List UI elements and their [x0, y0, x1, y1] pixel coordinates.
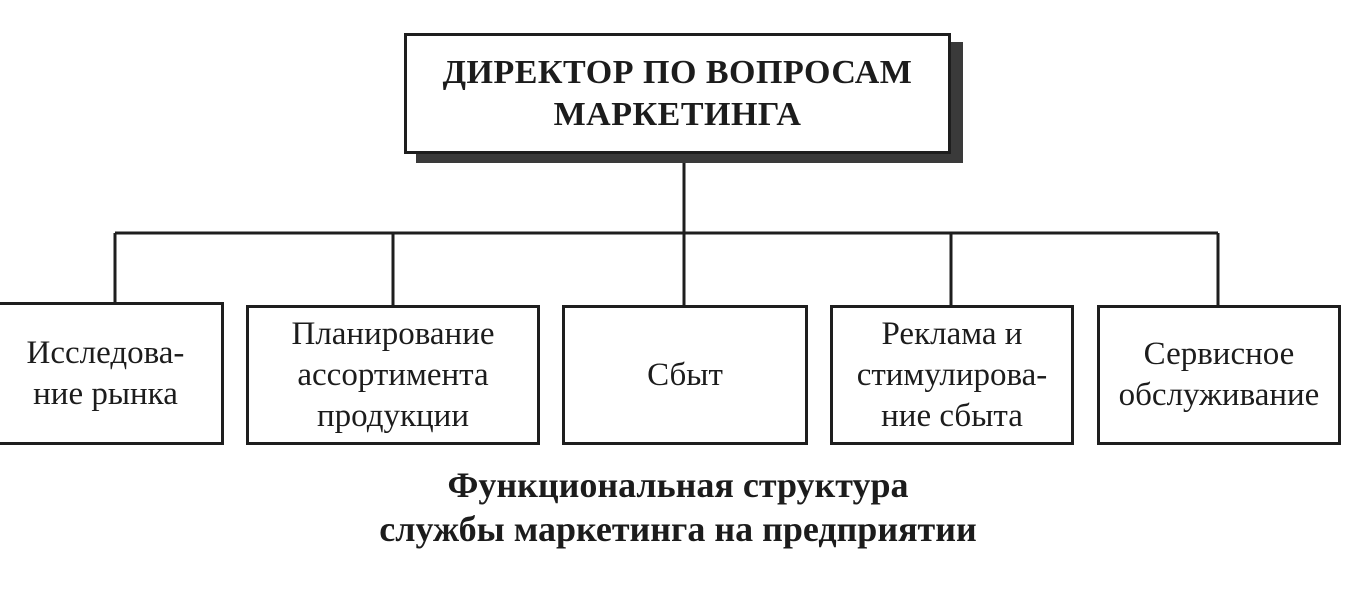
function-label: Реклама и стимулирова- ние сбыта — [856, 315, 1048, 434]
function-box-assortment-planning: Планирование ассортимента продукции — [246, 305, 540, 445]
function-label: Сбыт — [647, 356, 723, 393]
function-box-advertising: Реклама и стимулирова- ние сбыта — [830, 305, 1074, 445]
diagram-caption: Функциональная структура службы маркетин… — [379, 465, 977, 549]
function-label: Планирование ассортимента продукции — [291, 315, 495, 434]
function-box-sales: Сбыт — [562, 305, 808, 445]
director-label: ДИРЕКТОР ПО ВОПРОСАМ МАРКЕТИНГА — [442, 53, 913, 133]
function-box-service: Сервисное обслуживание — [1097, 305, 1341, 445]
function-box-market-research: Исследова- ние рынка — [0, 302, 224, 445]
function-label: Сервисное обслуживание — [1118, 336, 1320, 413]
function-label: Исследова- ние рынка — [26, 334, 185, 412]
director-box: ДИРЕКТОР ПО ВОПРОСАМ МАРКЕТИНГА — [404, 33, 951, 154]
